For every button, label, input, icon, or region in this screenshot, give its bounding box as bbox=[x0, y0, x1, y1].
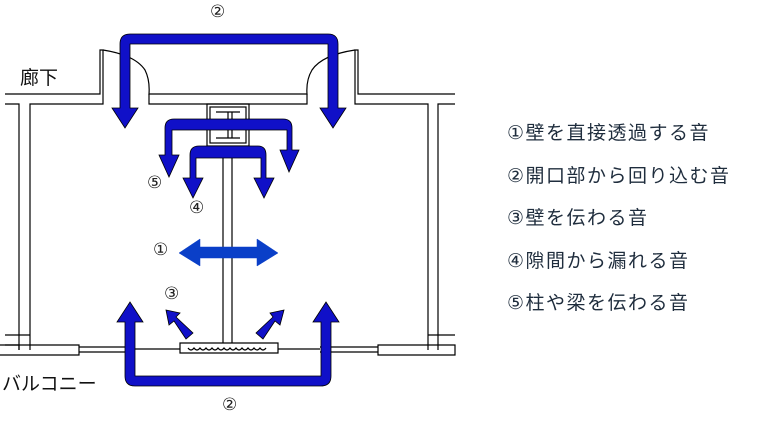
legend-item-2: ②開口部から回り込む音 bbox=[507, 161, 731, 204]
legend-marker: ③ bbox=[507, 207, 526, 229]
legend-text: 隙間から漏れる音 bbox=[525, 249, 690, 272]
legend-item-5: ⑤柱や梁を伝わる音 bbox=[507, 288, 731, 331]
arrow-path-4 bbox=[182, 145, 275, 199]
legend-text: 壁を伝わる音 bbox=[525, 207, 649, 229]
legend-text: 壁を直接透過する音 bbox=[525, 122, 711, 144]
sound-path-floor-plan bbox=[0, 33, 456, 387]
marker-5: ⑤ bbox=[147, 173, 163, 193]
legend-item-3: ③壁を伝わる音 bbox=[507, 203, 731, 246]
marker-4: ④ bbox=[189, 198, 205, 218]
balcony-label: バルコニー bbox=[2, 373, 97, 395]
floor-plan-walls bbox=[0, 49, 456, 356]
arrow-path-2-top bbox=[111, 33, 347, 129]
vibration-wave bbox=[187, 347, 267, 351]
marker-2-bottom: ② bbox=[222, 395, 238, 415]
legend-marker: ④ bbox=[507, 249, 526, 272]
marker-3: ③ bbox=[164, 284, 180, 304]
marker-2-top: ② bbox=[210, 2, 226, 22]
marker-1: ① bbox=[153, 240, 169, 260]
arrow-path-5 bbox=[158, 118, 300, 178]
arrow-path-3 bbox=[165, 309, 285, 340]
legend-text: 開口部から回り込む音 bbox=[525, 164, 731, 187]
legend: ①壁を直接透過する音 ②開口部から回り込む音 ③壁を伝わる音 ④隙間から漏れる音… bbox=[507, 118, 731, 331]
arrow-path-2-bottom bbox=[116, 301, 340, 387]
legend-marker: ① bbox=[507, 122, 526, 144]
arrow-path-1 bbox=[178, 238, 279, 267]
legend-text: 柱や梁を伝わる音 bbox=[525, 292, 690, 314]
legend-marker: ② bbox=[507, 164, 526, 187]
legend-marker: ⑤ bbox=[507, 292, 526, 314]
legend-item-1: ①壁を直接透過する音 bbox=[507, 118, 731, 161]
corridor-label: 廊下 bbox=[20, 67, 59, 89]
legend-item-4: ④隙間から漏れる音 bbox=[507, 246, 731, 289]
